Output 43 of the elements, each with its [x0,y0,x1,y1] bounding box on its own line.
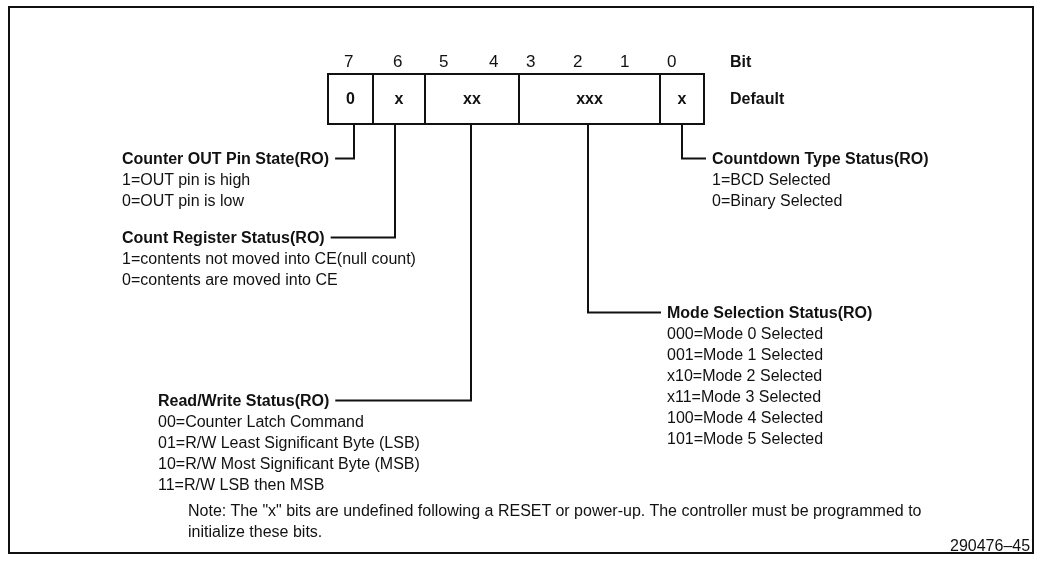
leader-line [334,124,355,160]
field-heading: Counter OUT Pin State(RO) [122,149,330,169]
field-value-description: 1=BCD Selected [712,170,831,190]
register-bit-field: 0 [327,73,374,125]
field-heading: Read/Write Status(RO) [158,391,330,411]
bit-number: 3 [526,52,536,72]
field-heading: Countdown Type Status(RO) [712,149,929,169]
register-bit-field: x [659,73,705,125]
bit-number: 6 [393,52,403,72]
field-value-description: x11=Mode 3 Selected [667,387,822,407]
field-heading: Count Register Status(RO) [122,228,325,248]
field-value-description: 0=OUT pin is low [122,191,244,211]
register-bit-field: xx [424,73,520,125]
field-value-description: 11=R/W LSB then MSB [158,475,325,495]
field-value-description: 100=Mode 4 Selected [667,408,824,428]
field-value-description: 1=OUT pin is high [122,170,251,190]
leader-line [681,124,707,160]
bit-number: 0 [667,52,677,72]
figure-number: 290476–45 [950,536,1031,556]
row-label: Default [730,89,785,109]
register-bit-field: xxx [518,73,661,125]
bit-number: 2 [573,52,583,72]
leader-line [329,124,396,239]
field-value-description: 0=Binary Selected [712,191,843,211]
field-value-description: 001=Mode 1 Selected [667,345,824,365]
field-value-description: 1=contents not moved into CE(null count) [122,249,416,269]
leader-line [587,124,662,314]
bit-number: 4 [489,52,499,72]
bit-number: 7 [344,52,354,72]
bit-number: 5 [439,52,449,72]
field-value-description: 00=Counter Latch Command [158,412,364,432]
field-value-description: 0=contents are moved into CE [122,270,338,290]
field-value-description: 000=Mode 0 Selected [667,324,824,344]
register-bit-field: x [372,73,426,125]
bit-number: 1 [620,52,630,72]
field-value-description: 101=Mode 5 Selected [667,429,824,449]
field-heading: Mode Selection Status(RO) [667,303,873,323]
leader-line [334,124,472,402]
field-value-description: 01=R/W Least Significant Byte (LSB) [158,433,420,453]
note-text: Note: The "x" bits are undefined following a RESET or power-up. The controller must be programmed to initialize these bits. [188,501,923,542]
field-value-description: 10=R/W Most Significant Byte (MSB) [158,454,420,474]
row-label: Bit [730,52,752,72]
field-value-description: x10=Mode 2 Selected [667,366,823,386]
